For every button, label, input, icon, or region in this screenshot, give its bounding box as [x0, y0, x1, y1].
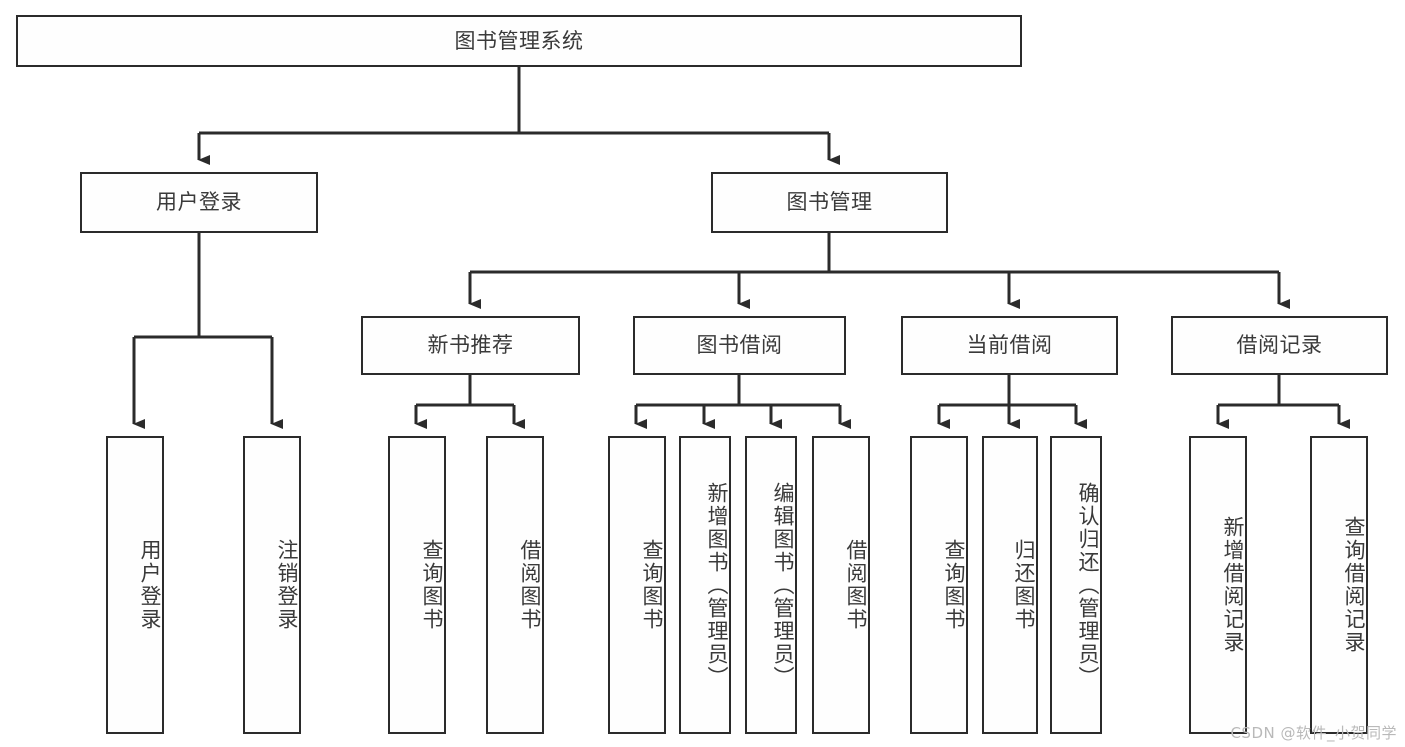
node-book-borrow-label: 图书借阅 [696, 333, 783, 358]
node-user-logout-label: 注销登录 [275, 539, 299, 631]
node-new-book-recommend-label: 新书推荐 [427, 333, 514, 358]
node-bb-query-book-label: 查询图书 [640, 539, 664, 631]
node-user-logout[interactable]: 注销登录 [243, 436, 301, 734]
node-cb-return-book-label: 归还图书 [1012, 539, 1036, 631]
node-current-borrow-label: 当前借阅 [966, 333, 1053, 358]
node-nbr-query-book[interactable]: 查询图书 [388, 436, 446, 734]
node-br-query-record[interactable]: 查询借阅记录 [1310, 436, 1368, 734]
watermark: CSDN @软件_小贺同学 [1230, 724, 1397, 742]
node-nbr-query-book-label: 查询图书 [420, 539, 444, 631]
node-user-login-do[interactable]: 用户登录 [106, 436, 164, 734]
node-br-add-record-label: 新增借阅记录 [1221, 516, 1245, 654]
node-cb-confirm-return-label: 确认归还（管理员） [1076, 481, 1100, 689]
node-bb-add-book-label: 新增图书（管理员） [705, 481, 729, 689]
node-cb-query-book[interactable]: 查询图书 [910, 436, 968, 734]
node-bb-borrow-book[interactable]: 借阅图书 [812, 436, 870, 734]
node-nbr-borrow-book[interactable]: 借阅图书 [486, 436, 544, 734]
node-user-login[interactable]: 用户登录 [80, 172, 318, 233]
node-root[interactable]: 图书管理系统 [16, 15, 1022, 67]
node-root-label: 图书管理系统 [454, 28, 584, 53]
node-br-add-record[interactable]: 新增借阅记录 [1189, 436, 1247, 734]
node-user-login-do-label: 用户登录 [138, 539, 162, 631]
node-user-login-label: 用户登录 [156, 190, 242, 215]
node-bb-edit-book-label: 编辑图书（管理员） [771, 481, 795, 689]
node-new-book-recommend[interactable]: 新书推荐 [361, 316, 580, 375]
node-bb-borrow-book-label: 借阅图书 [844, 539, 868, 631]
node-bb-edit-book[interactable]: 编辑图书（管理员） [745, 436, 797, 734]
node-cb-return-book[interactable]: 归还图书 [982, 436, 1038, 734]
node-book-manage-label: 图书管理 [786, 190, 873, 215]
node-cb-confirm-return[interactable]: 确认归还（管理员） [1050, 436, 1102, 734]
node-current-borrow[interactable]: 当前借阅 [901, 316, 1118, 375]
node-book-borrow[interactable]: 图书借阅 [633, 316, 846, 375]
node-cb-query-book-label: 查询图书 [942, 539, 966, 631]
node-bb-query-book[interactable]: 查询图书 [608, 436, 666, 734]
node-bb-add-book[interactable]: 新增图书（管理员） [679, 436, 731, 734]
node-br-query-record-label: 查询借阅记录 [1342, 516, 1366, 654]
node-nbr-borrow-book-label: 借阅图书 [518, 539, 542, 631]
node-borrow-record[interactable]: 借阅记录 [1171, 316, 1388, 375]
node-book-manage[interactable]: 图书管理 [711, 172, 948, 233]
node-borrow-record-label: 借阅记录 [1236, 333, 1323, 358]
